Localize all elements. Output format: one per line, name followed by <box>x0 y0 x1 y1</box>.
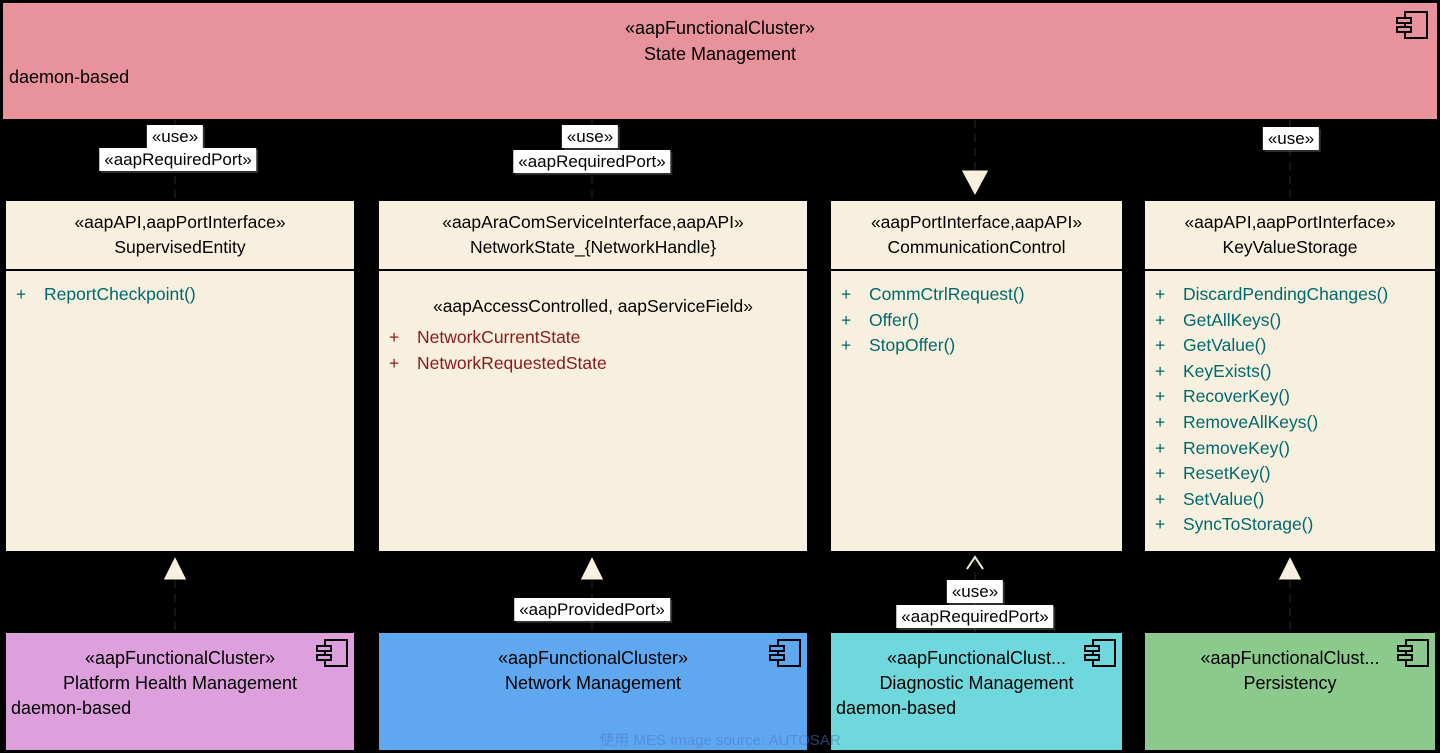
method-name: SetValue() <box>1183 488 1265 509</box>
cluster-stereotype: «aapFunctionalCluster» <box>497 648 689 668</box>
cluster-name: State Management <box>643 44 797 64</box>
cluster-stereotype: «aapFunctionalClust... <box>886 648 1067 668</box>
use-label-center: «use» <box>561 125 619 148</box>
interface-stereotype: «aapAPI,aapPortInterface» <box>74 212 286 232</box>
method-name: GetValue() <box>1183 335 1267 356</box>
visibility-marker: + <box>1155 488 1166 509</box>
visibility-marker: + <box>841 335 852 356</box>
interface-key-value-storage: «aapAPI,aapPortInterface» KeyValueStorag… <box>1144 200 1436 552</box>
open-arrowhead <box>966 555 984 570</box>
up-arrowhead <box>1277 554 1303 581</box>
interface-name: KeyValueStorage <box>1222 237 1358 257</box>
interface-name: NetworkState_{NetworkHandle} <box>469 237 717 257</box>
method-name: GetAllKeys() <box>1183 309 1282 330</box>
visibility-marker: + <box>1155 284 1166 304</box>
visibility-marker: + <box>841 284 852 304</box>
method-row: + CommCtrlRequest() <box>831 282 1122 308</box>
method-row: + GetAllKeys() <box>1145 308 1435 334</box>
use-label-right: «use» <box>1262 127 1320 150</box>
cluster-name: Network Management <box>504 673 682 693</box>
provided-port-label: «aapProvidedPort» <box>514 598 670 621</box>
required-port-label-center: «aapRequiredPort» <box>513 150 671 173</box>
visibility-marker: + <box>1155 463 1166 484</box>
use-label-left: «use» <box>146 125 204 148</box>
visibility-marker: + <box>1155 309 1166 330</box>
cluster-diagnostic-management: «aapFunctionalClust... Diagnostic Manage… <box>830 632 1123 751</box>
interface-supervised-entity: «aapAPI,aapPortInterface» SupervisedEnti… <box>5 200 355 552</box>
required-port-label-left: «aapRequiredPort» <box>99 148 257 171</box>
component-icon <box>1397 639 1429 667</box>
method-row: + RemoveAllKeys() <box>1145 410 1435 436</box>
method-name: RemoveKey() <box>1183 437 1290 458</box>
interface-stereotype: «aapAPI,aapPortInterface» <box>1184 212 1396 232</box>
daemon-based-note: daemon-based <box>836 698 957 718</box>
visibility-marker: + <box>1155 360 1166 381</box>
watermark: 使用 MES Image source: AUTOSAR <box>599 732 841 749</box>
method-row: + GetValue() <box>1145 333 1435 359</box>
visibility-marker: + <box>1155 386 1166 407</box>
method-name: RecoverKey() <box>1183 386 1290 407</box>
cluster-name: Diagnostic Management <box>879 673 1074 693</box>
cluster-platform-health-management: «aapFunctionalCluster» Platform Health M… <box>5 632 355 751</box>
method-row: + DiscardPendingChanges() <box>1145 282 1435 308</box>
method-row: + SyncToStorage() <box>1145 512 1435 538</box>
interface-name: SupervisedEntity <box>114 237 246 257</box>
visibility-marker: + <box>1155 437 1166 458</box>
visibility-marker: + <box>389 352 400 373</box>
component-icon <box>316 639 348 667</box>
method-name: RemoveAllKeys() <box>1183 411 1319 432</box>
cluster-persistency: «aapFunctionalClust... Persistency <box>1144 632 1436 751</box>
daemon-based-note: daemon-based <box>11 698 132 718</box>
method-name: CommCtrlRequest() <box>869 284 1025 304</box>
component-icon <box>1396 11 1428 39</box>
visibility-marker: + <box>389 327 400 347</box>
required-port-label-diagnostic: «aapRequiredPort» <box>896 605 1054 628</box>
visibility-marker: + <box>841 309 852 330</box>
method-row: + RemoveKey() <box>1145 436 1435 462</box>
method-name: ReportCheckpoint() <box>44 284 196 304</box>
field-name: NetworkCurrentState <box>417 327 581 347</box>
method-name: SyncToStorage() <box>1183 514 1314 535</box>
field-row: + NetworkRequestedState <box>379 351 807 377</box>
interface-network-state: «aapAraComServiceInterface,aapAPI» Netwo… <box>378 200 808 552</box>
method-name: Offer() <box>869 309 920 330</box>
use-label-diagnostic: «use» <box>946 580 1004 603</box>
cluster-state-management: «aapFunctionalCluster» State Management … <box>2 2 1438 120</box>
up-arrowhead <box>579 554 605 581</box>
cluster-stereotype: «aapFunctionalCluster» <box>624 18 816 38</box>
section-stereotype: «aapAccessControlled, aapServiceField» <box>432 296 754 316</box>
cluster-name: Platform Health Management <box>62 673 298 693</box>
method-row: + ResetKey() <box>1145 461 1435 487</box>
interface-stereotype: «aapPortInterface,aapAPI» <box>870 212 1083 232</box>
method-name: DiscardPendingChanges() <box>1183 284 1389 304</box>
interface-communication-control: «aapPortInterface,aapAPI» CommunicationC… <box>830 200 1123 552</box>
visibility-marker: + <box>1155 411 1166 432</box>
method-row: + Offer() <box>831 308 1122 334</box>
method-row: + RecoverKey() <box>1145 384 1435 410</box>
field-name: NetworkRequestedState <box>417 352 607 373</box>
cluster-name: Persistency <box>1243 673 1337 693</box>
method-row: + ReportCheckpoint() <box>6 282 354 308</box>
cluster-stereotype: «aapFunctionalClust... <box>1200 648 1380 668</box>
component-icon <box>769 639 801 667</box>
component-icon <box>1084 639 1116 667</box>
visibility-marker: + <box>16 284 27 304</box>
field-row: + NetworkCurrentState <box>379 325 807 351</box>
up-arrowhead <box>162 554 188 581</box>
visibility-marker: + <box>1155 335 1166 356</box>
method-name: ResetKey() <box>1183 463 1271 484</box>
daemon-based-note: daemon-based <box>9 67 130 87</box>
method-name: KeyExists() <box>1183 360 1272 381</box>
method-row: + KeyExists() <box>1145 359 1435 385</box>
interface-stereotype: «aapAraComServiceInterface,aapAPI» <box>442 212 744 232</box>
method-row: + StopOffer() <box>831 333 1122 359</box>
method-name: StopOffer() <box>869 335 956 356</box>
interface-name: CommunicationControl <box>887 237 1066 257</box>
method-row: + SetValue() <box>1145 487 1435 513</box>
cluster-stereotype: «aapFunctionalCluster» <box>84 648 276 668</box>
cluster-network-management: «aapFunctionalCluster» Network Managemen… <box>378 632 808 751</box>
down-arrowhead <box>960 169 990 198</box>
visibility-marker: + <box>1155 514 1166 535</box>
